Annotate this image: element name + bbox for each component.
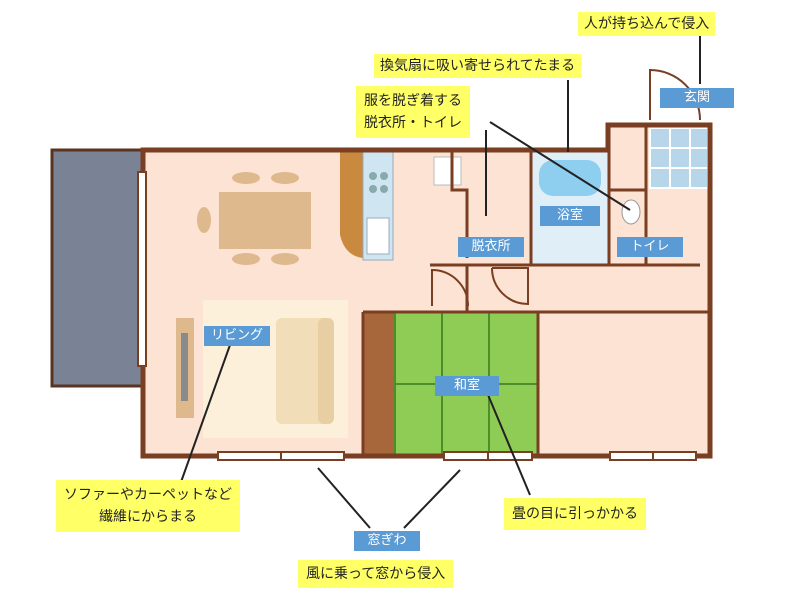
toilet-bowl	[621, 199, 641, 225]
note-washroom-line1: 服を脱ぎ着する	[364, 93, 462, 109]
dining-set	[197, 172, 311, 265]
note-ventilation-fan: 換気扇に吸い寄せられてたまる	[374, 54, 582, 78]
note-sofa-line1: ソファーやカーペットなど	[64, 487, 232, 503]
balcony	[50, 148, 146, 388]
note-window: 風に乗って窓から侵入	[298, 560, 454, 588]
entrance-label: 玄関	[660, 88, 734, 108]
toilet-label: トイレ	[617, 237, 683, 257]
leader-lines	[180, 35, 701, 529]
note-washroom-line2: 脱衣所・トイレ	[364, 115, 462, 131]
interior-walls	[361, 125, 710, 456]
note-sofa: ソファーやカーペットなど 繊維にからまる	[56, 480, 240, 532]
note-tatami: 畳の目に引っかかる	[504, 498, 646, 530]
bath-label: 浴室	[540, 206, 600, 226]
sofa	[276, 318, 334, 424]
living-label: リビング	[204, 326, 270, 346]
refrigerator	[433, 156, 462, 186]
door-swings	[431, 68, 701, 307]
note-washroom: 服を脱ぎ着する 脱衣所・トイレ	[356, 86, 470, 138]
window-label: 窓ぎわ	[354, 531, 420, 551]
tv-stand	[176, 318, 194, 418]
note-sofa-line2: 繊維にからまる	[99, 509, 197, 525]
windows	[137, 171, 697, 461]
japanese-room-label: 和室	[435, 376, 499, 396]
washroom-label: 脱衣所	[458, 237, 524, 257]
kitchen	[340, 151, 394, 261]
note-entrance: 人が持ち込んで侵入	[578, 12, 716, 36]
entrance-tiles	[649, 127, 709, 189]
